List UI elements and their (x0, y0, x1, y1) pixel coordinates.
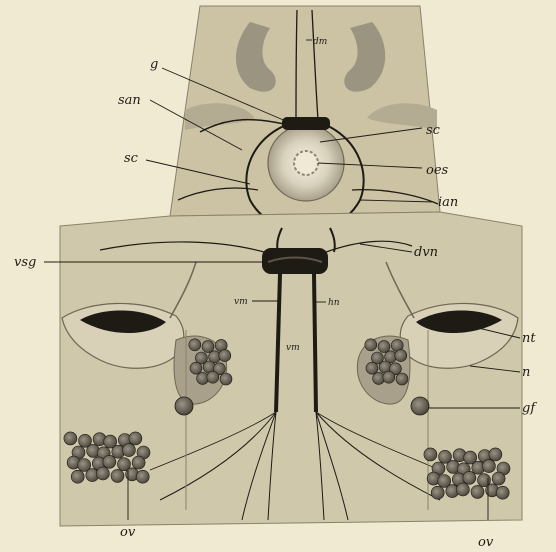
ovum (96, 467, 109, 480)
label-san: san (118, 93, 141, 108)
label-vsg: vsg (14, 255, 36, 270)
ovum (456, 483, 469, 496)
label-ov-right: ov (478, 535, 494, 550)
ovum (132, 456, 145, 469)
ovum (103, 455, 116, 468)
ovum (207, 371, 219, 383)
ovum (378, 341, 390, 353)
ovum (471, 485, 484, 498)
ova-cluster-right (424, 448, 510, 499)
ova-cluster-left (64, 432, 150, 483)
ovum (492, 472, 505, 485)
ovum (424, 448, 437, 461)
ovum (64, 432, 77, 445)
ovum (383, 371, 395, 383)
label-ian: ian (438, 195, 458, 210)
ovum (129, 432, 142, 445)
label-gf: gf (522, 401, 537, 416)
ovum (202, 341, 214, 353)
ovum (190, 362, 202, 374)
gf-ovum-right (411, 397, 429, 415)
label-dm: dm (313, 37, 327, 47)
ovum (111, 469, 124, 482)
ventral-cord-right (314, 274, 316, 412)
ovum (219, 350, 231, 362)
label-sc-right: sc (426, 123, 441, 138)
label-vm-lower: vm (286, 343, 300, 353)
label-g: g (150, 57, 158, 72)
ovum (482, 460, 495, 473)
ovum (366, 362, 378, 374)
label-dvn: dvn (414, 245, 438, 260)
label-n: n (522, 365, 530, 380)
label-sc-left: sc (124, 151, 139, 166)
ovum (463, 471, 476, 484)
lower-section (60, 212, 522, 526)
oesophagus-lumen (294, 151, 318, 175)
supraoesophageal-ganglion (282, 117, 330, 130)
ovum (365, 339, 377, 351)
ovum (71, 470, 84, 483)
label-nt: nt (522, 331, 536, 346)
label-ov-left: ov (120, 525, 136, 540)
label-oes: oes (426, 163, 449, 178)
gf-ovum-left (175, 397, 193, 415)
ovum (496, 486, 509, 499)
ovum (189, 339, 201, 351)
ovum (431, 486, 444, 499)
ovum (489, 448, 502, 461)
ovum (122, 444, 135, 457)
ovum (136, 470, 149, 483)
upper-section (170, 6, 440, 228)
ovum (396, 373, 408, 385)
ovum (220, 373, 232, 385)
label-vm-upper: vm (234, 297, 248, 307)
label-hn: hn (328, 298, 340, 308)
ovum (395, 350, 407, 362)
